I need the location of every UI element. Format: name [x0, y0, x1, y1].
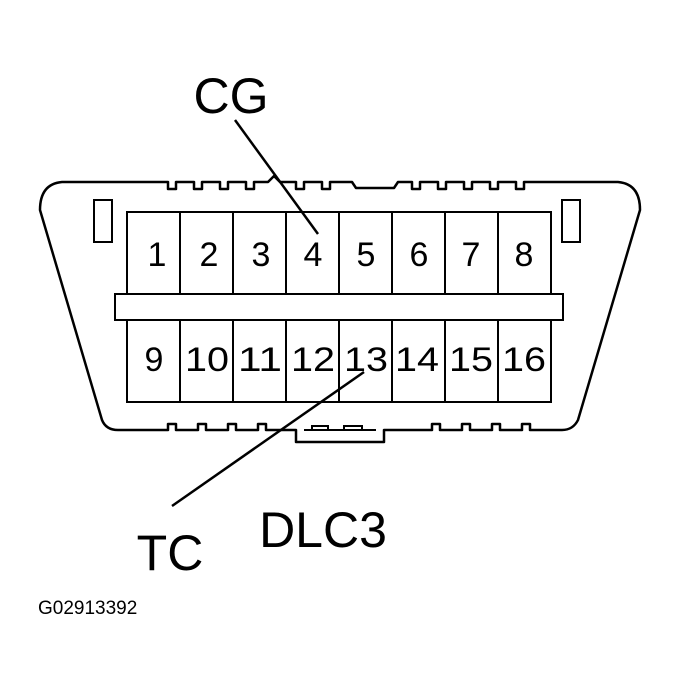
pin-number-3: 3 — [252, 236, 271, 274]
pin-number-15: 15 — [449, 341, 493, 379]
pin-number-16: 16 — [502, 341, 546, 379]
cg-label: CG — [194, 68, 269, 124]
connector-housing — [38, 174, 642, 444]
bottom-latch — [304, 425, 376, 431]
left-guide-slot — [93, 199, 113, 243]
pin-number-2: 2 — [200, 236, 219, 274]
tc-leader-line — [171, 370, 365, 508]
pin-number-6: 6 — [410, 236, 429, 274]
figure-id: G02913392 — [38, 598, 137, 619]
right-guide-slot — [561, 199, 581, 243]
cg-leader-line — [233, 119, 320, 235]
pin-number-1: 1 — [148, 236, 167, 274]
pin-number-5: 5 — [357, 236, 376, 274]
center-divider-bar — [114, 293, 564, 321]
tc-label: TC — [137, 525, 204, 581]
connector-name-label: DLC3 — [259, 502, 387, 558]
pin-number-8: 8 — [515, 236, 534, 274]
pin-number-4: 4 — [304, 236, 323, 274]
pin-number-12: 12 — [291, 341, 335, 379]
pin-number-11: 11 — [238, 341, 282, 379]
pin-cell-16 — [497, 319, 552, 403]
pin-number-13: 13 — [344, 341, 388, 379]
pin-number-14: 14 — [395, 341, 439, 379]
pin-number-10: 10 — [185, 341, 229, 379]
top-row-cells — [126, 211, 552, 295]
pin-number-7: 7 — [462, 236, 481, 274]
bottom-row-cells — [126, 319, 552, 403]
pin-number-9: 9 — [145, 341, 164, 379]
